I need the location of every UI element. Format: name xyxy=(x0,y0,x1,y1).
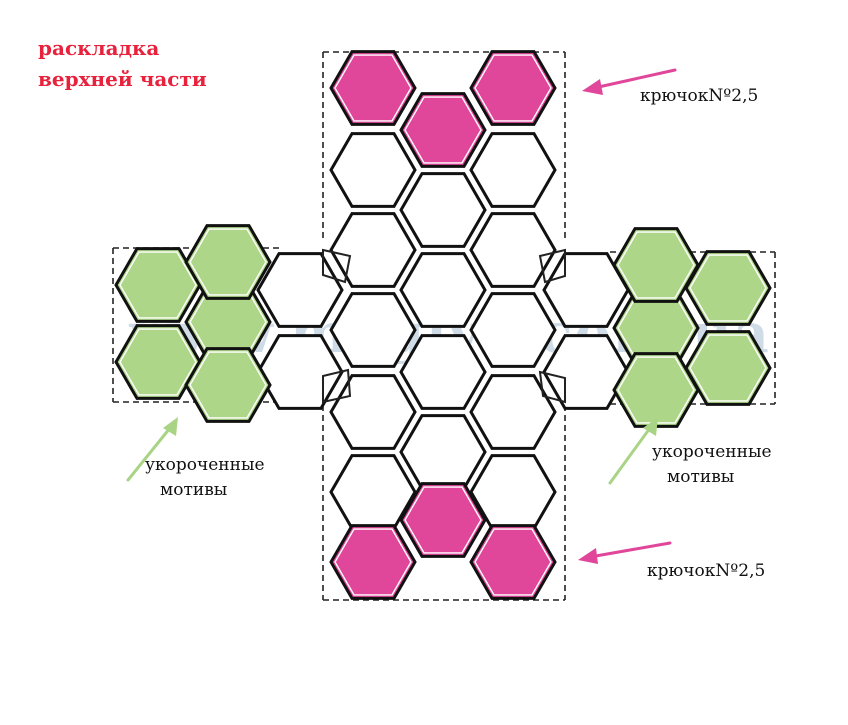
white-motif-inner-ring xyxy=(547,256,625,324)
white-motif xyxy=(399,172,487,248)
green-motif-inner-ring xyxy=(617,231,695,299)
corner-connectors xyxy=(322,248,566,404)
green-motif-inner-ring xyxy=(617,356,695,424)
white-motif-inner-ring xyxy=(404,256,482,324)
hook-label-bottom: крючокNº2,5 xyxy=(647,561,765,581)
green-motif xyxy=(184,347,272,423)
hook-label-top: крючокNº2,5 xyxy=(640,86,758,106)
short-motifs-right-line-2: мотивы xyxy=(667,467,734,487)
white-motif xyxy=(329,374,417,450)
green-motif-inner-ring xyxy=(689,334,767,402)
white-motif-inner-ring xyxy=(474,378,552,446)
green-motif-inner-ring xyxy=(119,251,197,319)
white-motif-inner-ring xyxy=(334,296,412,364)
green-motif-inner-ring xyxy=(189,351,267,419)
pink-motif xyxy=(329,524,417,600)
pink-motif-inner-ring xyxy=(474,54,552,122)
white-motif-inner-ring xyxy=(474,296,552,364)
green-arrow-left xyxy=(126,417,178,482)
white-motif-inner-ring xyxy=(261,256,339,324)
pink-motif-inner-ring xyxy=(474,528,552,596)
pink-motif-inner-ring xyxy=(404,96,482,164)
short-motifs-left-line-2: мотивы xyxy=(160,480,227,500)
pink-motif-inner-ring xyxy=(334,528,412,596)
green-motif-inner-ring xyxy=(119,328,197,396)
pink-motif xyxy=(399,482,487,558)
white-motif xyxy=(329,132,417,208)
white-motif-inner-ring xyxy=(334,136,412,204)
green-motif xyxy=(114,324,202,400)
short-motifs-right-line-1: укороченные xyxy=(652,442,772,462)
short-motifs-left-line-1: укороченные xyxy=(145,455,265,475)
white-motif-inner-ring xyxy=(334,216,412,284)
green-motif xyxy=(612,227,700,303)
white-motif-inner-ring xyxy=(334,378,412,446)
pink-arrow-bottom xyxy=(578,541,672,564)
green-arrow-right xyxy=(608,417,658,485)
white-motif xyxy=(399,414,487,490)
white-motif xyxy=(399,334,487,410)
green-motif xyxy=(612,352,700,428)
pink-motif xyxy=(399,92,487,168)
green-motif-inner-ring xyxy=(689,254,767,322)
white-motif xyxy=(469,374,557,450)
white-motif-inner-ring xyxy=(474,136,552,204)
pink-motif xyxy=(469,524,557,600)
pink-arrow-top xyxy=(582,68,677,95)
white-motif xyxy=(469,212,557,288)
title-line-1: раскладка xyxy=(38,36,159,60)
white-motif xyxy=(256,252,344,328)
white-motif xyxy=(469,292,557,368)
green-motif-inner-ring xyxy=(189,228,267,296)
white-motif xyxy=(329,212,417,288)
green-motif xyxy=(114,247,202,323)
hexagon-motifs xyxy=(114,50,772,600)
title-line-2: верхней части xyxy=(38,67,207,91)
white-motif-inner-ring xyxy=(474,216,552,284)
pink-motif-inner-ring xyxy=(334,54,412,122)
white-motif xyxy=(399,252,487,328)
pink-motif xyxy=(469,50,557,126)
white-motif-inner-ring xyxy=(547,338,625,406)
white-motif xyxy=(329,292,417,368)
white-motif xyxy=(469,132,557,208)
white-motif-inner-ring xyxy=(404,176,482,244)
green-motif xyxy=(184,224,272,300)
pink-motif xyxy=(329,50,417,126)
white-motif-inner-ring xyxy=(404,338,482,406)
pink-motif-inner-ring xyxy=(404,486,482,554)
